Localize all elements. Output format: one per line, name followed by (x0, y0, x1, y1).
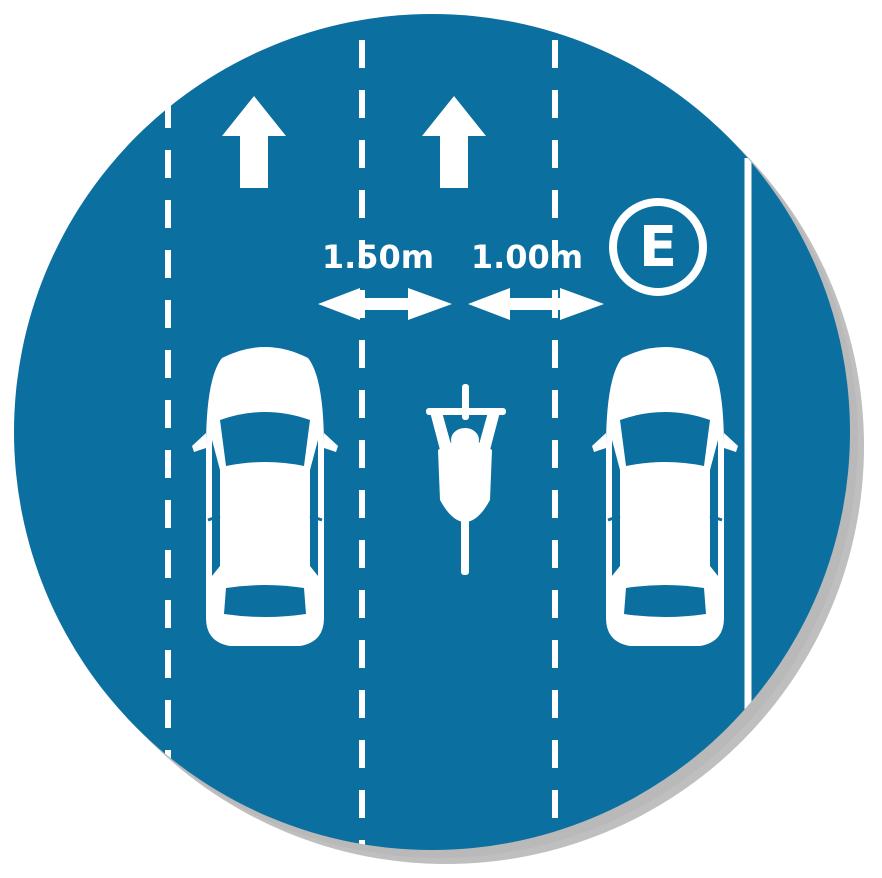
parking-letter: E (639, 215, 677, 280)
car-icon (592, 347, 738, 646)
car-icon (192, 347, 338, 646)
left-gap-label: 1.50m (322, 238, 434, 276)
right-gap-label: 1.00m (471, 238, 583, 276)
sign-disc (14, 14, 850, 850)
